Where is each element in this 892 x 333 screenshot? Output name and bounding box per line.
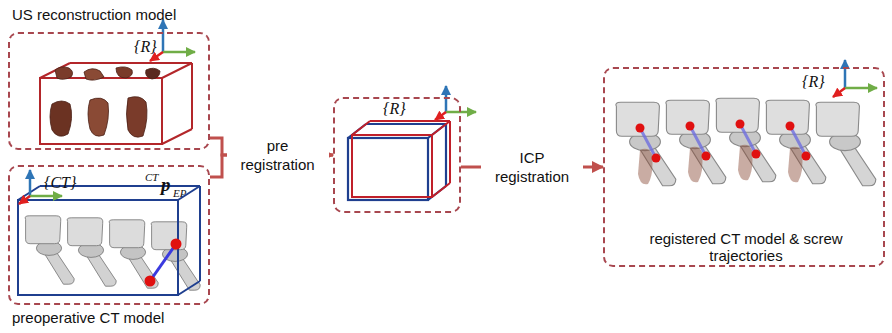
illustration-part [127, 97, 148, 137]
registered-panel: {R} registered CT model & screw trajector… [603, 67, 885, 267]
us-bone-patches [50, 67, 160, 137]
illustration-part [67, 218, 116, 286]
illustration-part [348, 138, 428, 200]
illustration-part [191, 63, 193, 129]
illustration-part [702, 152, 711, 161]
ct-volume-box [348, 124, 446, 200]
illustration-part [366, 123, 446, 125]
ct-spine [25, 216, 200, 290]
frame-axes [833, 60, 877, 97]
illustration-part [151, 222, 200, 290]
illustration-part [145, 276, 156, 287]
illustration-part [445, 86, 448, 112]
screw-trajectories [640, 124, 806, 158]
illustration-part [816, 102, 876, 186]
illustration-part [690, 126, 706, 156]
frame-axes [150, 20, 195, 61]
frame-axes [435, 86, 476, 120]
illustration-part [736, 120, 745, 129]
illustration-part [25, 216, 74, 284]
entry-points [145, 239, 182, 287]
illustration-part [432, 121, 450, 135]
point-subscript: EP [173, 187, 186, 199]
illustration-part [370, 120, 450, 122]
illustration-part [171, 239, 182, 250]
illustration-part [432, 183, 450, 197]
illustration-part [178, 281, 200, 295]
illustration-part [162, 129, 192, 144]
illustration-part [199, 186, 201, 281]
illustration-part [636, 124, 645, 133]
panel-caption: registered CT model & screw trajectories [646, 230, 846, 264]
edge-label: pre registration [227, 136, 329, 174]
illustration-part [18, 200, 178, 295]
illustration-part [55, 67, 73, 79]
illustration-part [845, 87, 877, 90]
illustration-part [788, 147, 803, 183]
illustration-part [752, 150, 761, 159]
ct-model-panel: {CT}CTpEPpreoperative CT model [8, 165, 210, 305]
illustration-part [84, 69, 104, 80]
us-overlay [638, 145, 803, 185]
illustration-part [162, 20, 165, 52]
frame-label: {CT} [44, 174, 76, 192]
edge-label: ICP registration [481, 148, 583, 186]
illustration-part [833, 88, 845, 97]
illustration-part [790, 126, 806, 156]
illustration-part [638, 149, 653, 185]
illustration-part [163, 51, 195, 54]
illustration-part [116, 67, 132, 78]
frame-label: {R} [802, 73, 825, 91]
illustration-part [30, 195, 62, 198]
illustration-part [844, 60, 847, 88]
illustration-part [162, 63, 192, 78]
us-model-panel: US reconstruction model{R} [8, 32, 210, 150]
illustration-part [652, 154, 661, 163]
us-volume-box [40, 63, 192, 144]
illustration-part [445, 124, 447, 186]
illustration-part [686, 122, 695, 131]
illustration-part [446, 111, 476, 114]
illustration-part [688, 147, 703, 183]
panel-heading: US reconstruction model [12, 6, 176, 24]
frame-label: {R} [383, 100, 406, 118]
illustration-part [88, 98, 109, 136]
illustration-part [109, 220, 158, 288]
point-superscript: CT [145, 171, 158, 183]
us-volume-box [352, 121, 450, 197]
illustration-part [740, 124, 756, 154]
illustration-part [352, 135, 432, 197]
illustration-part [738, 145, 753, 181]
illustration-part [150, 244, 176, 281]
illustration-part [50, 101, 72, 136]
panel-caption: preoperative CT model [12, 309, 164, 327]
illustration-part [802, 152, 811, 161]
illustration-part [146, 68, 160, 79]
illustration-part [786, 122, 795, 131]
registered-spine [616, 98, 876, 186]
illustration-part [19, 196, 30, 204]
frame-label: {R} [134, 38, 157, 56]
illustration-part [640, 128, 656, 158]
entry-points [636, 120, 811, 163]
illustration-part [435, 112, 446, 120]
illustration-part [449, 121, 451, 183]
ct-volume-box [18, 186, 200, 295]
illustration-part [70, 62, 192, 64]
illustration-part [29, 170, 32, 196]
illustration-part [40, 78, 162, 144]
illustration-part [352, 121, 370, 135]
pre-registration-panel: {R} [333, 97, 461, 213]
point-symbol: p [161, 175, 171, 195]
